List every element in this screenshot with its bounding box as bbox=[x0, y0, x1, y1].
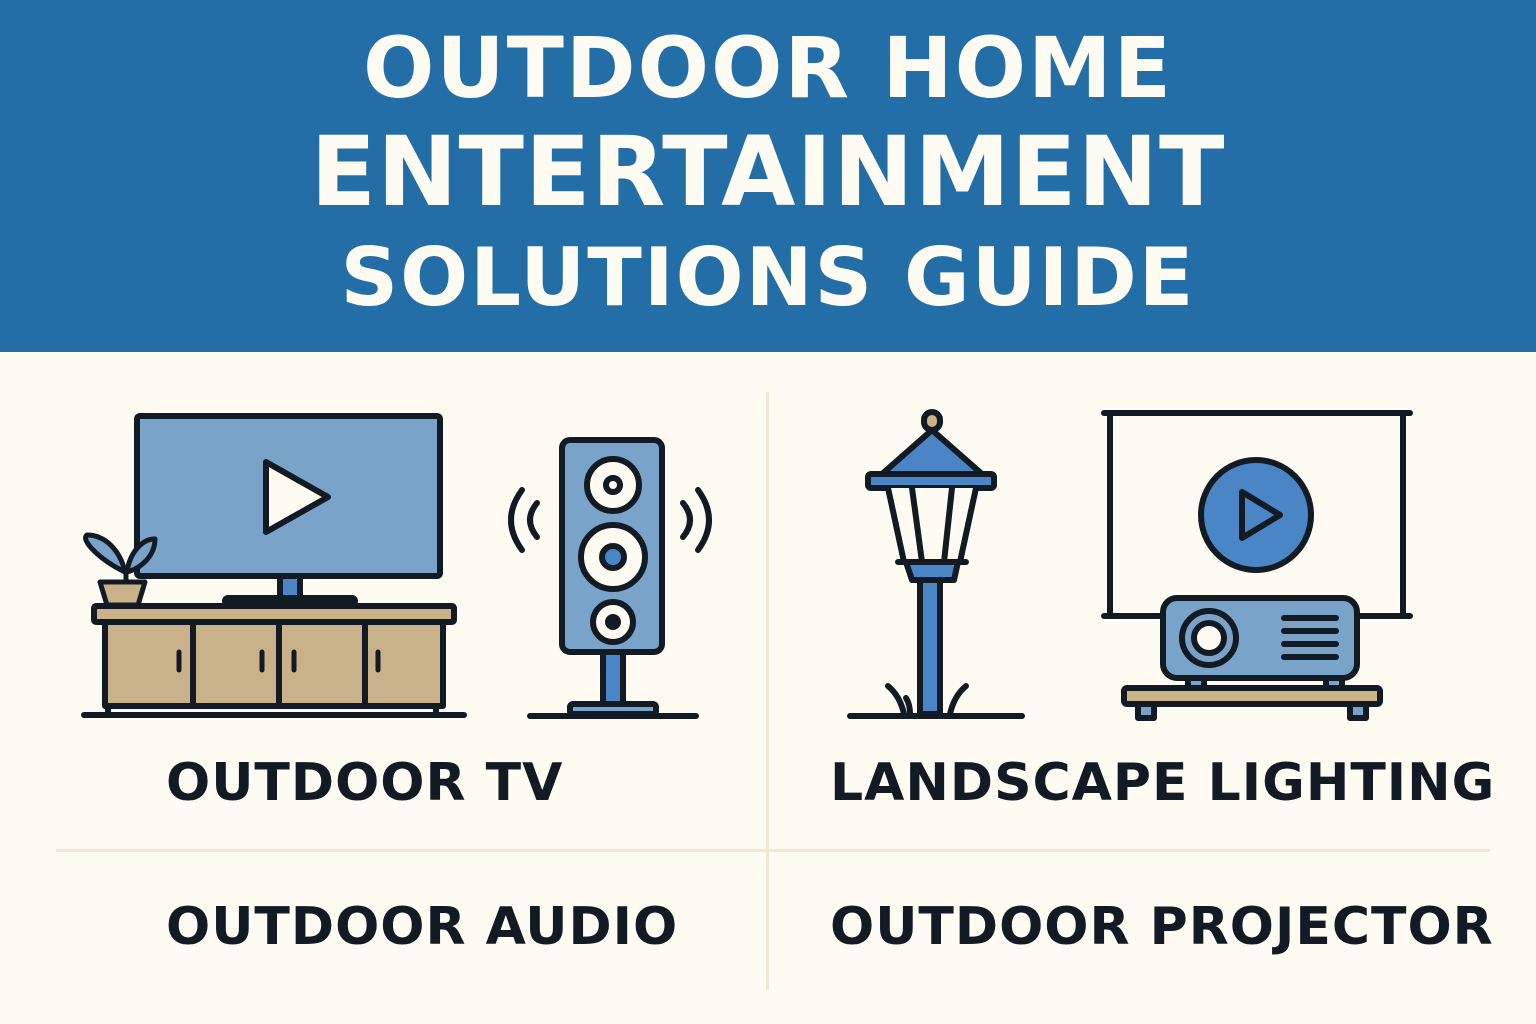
title-line-2: ENTERTAINMENT bbox=[310, 116, 1226, 228]
section-label-outdoor-projector: OUTDOOR PROJECTOR bbox=[830, 897, 1494, 957]
projector-screen-icon bbox=[1101, 410, 1413, 721]
tv-on-media-console-icon bbox=[81, 413, 467, 718]
speaker-icon bbox=[508, 437, 712, 719]
section-label-landscape-lighting: LANDSCAPE LIGHTING bbox=[830, 753, 1496, 813]
vertical-divider bbox=[766, 392, 769, 990]
horizontal-divider bbox=[56, 849, 1490, 852]
section-label-outdoor-tv: OUTDOOR TV bbox=[166, 753, 564, 813]
title-line-3: SOLUTIONS GUIDE bbox=[340, 231, 1196, 324]
lamp-post-icon bbox=[847, 409, 1025, 719]
title-banner: OUTDOOR HOME ENTERTAINMENT SOLUTIONS GUI… bbox=[0, 0, 1536, 352]
title-line-1: OUTDOOR HOME bbox=[362, 19, 1174, 117]
section-label-outdoor-audio: OUTDOOR AUDIO bbox=[166, 897, 679, 957]
